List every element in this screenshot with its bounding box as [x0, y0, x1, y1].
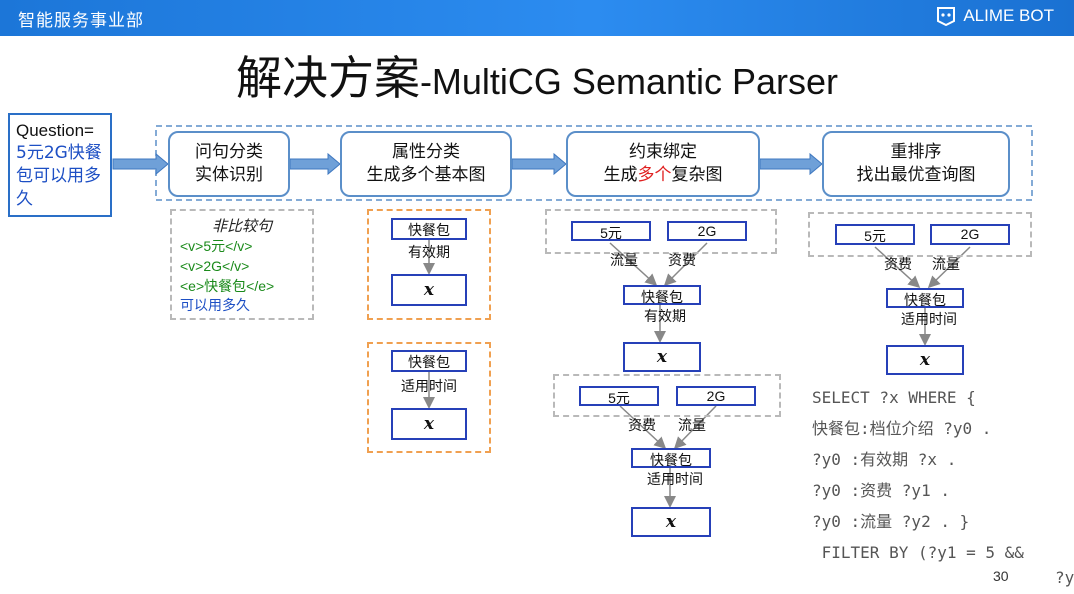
stage-rerank-line1: 重排序 — [890, 142, 942, 162]
complex-2-values-frame — [553, 374, 781, 417]
best-relation: 适用时间 — [901, 312, 957, 328]
complex-2-rel-2: 流量 — [678, 418, 706, 434]
complex-1-entity: 快餐包 — [623, 285, 701, 305]
org-name: 智能服务事业部 — [18, 11, 144, 31]
tag-value-2: <v>2G</v> — [180, 258, 250, 274]
complex-2-value-2: 2G — [676, 386, 756, 406]
stage-attribute-line2: 生成多个基本图 — [366, 165, 486, 185]
question-box: Question= 5元2G快餐包可以用多久 — [8, 113, 112, 217]
basic-1-var: x — [391, 274, 467, 306]
complex-1-rel-1: 流量 — [610, 253, 638, 269]
arrow-question-stage1 — [112, 152, 169, 176]
complex-1-relation: 有效期 — [644, 309, 686, 325]
best-value-2: 2G — [930, 224, 1010, 245]
sql-line-1: SELECT ?x WHERE { — [812, 388, 976, 407]
basic-2-relation: 适用时间 — [401, 379, 457, 395]
basic-graph-1 — [367, 209, 491, 320]
complex-2-entity: 快餐包 — [631, 448, 711, 468]
header-bar — [0, 0, 1074, 36]
stage-classify-line1: 问句分类 — [195, 142, 263, 162]
brand-name: ALIME BOT — [963, 6, 1054, 25]
basic-2-var: x — [391, 408, 467, 440]
title-en: -MultiCG Semantic Parser — [419, 61, 839, 102]
tag-value-1: <v>5元</v> — [180, 238, 253, 254]
best-var: x — [886, 345, 964, 375]
best-rel-2: 流量 — [932, 257, 960, 273]
arrow-stage3-stage4 — [759, 152, 823, 176]
basic-1-relation: 有效期 — [408, 245, 450, 261]
sql-line-2: 快餐包:档位介绍 ?y0 . — [812, 419, 992, 438]
complex-1-values-frame — [545, 209, 777, 254]
question-text: 5元2G快餐包可以用多久 — [16, 143, 102, 209]
sql-line-3: ?y0 :有效期 ?x . — [812, 450, 957, 469]
tag-entity: <e>快餐包</e> — [180, 278, 275, 294]
alime-logo-icon — [937, 7, 956, 26]
stage-classify-line2: 实体识别 — [195, 165, 263, 185]
best-rel-1: 资费 — [884, 257, 912, 273]
arrow-stage1-stage2 — [289, 152, 341, 176]
complex-2-rel-1: 资费 — [628, 418, 656, 434]
sql-line-6: FILTER BY (?y1 = 5 && — [812, 543, 1024, 562]
stage-rerank: 重排序 找出最优查询图 — [822, 131, 1010, 197]
complex-1-value-1: 5元 — [571, 221, 651, 241]
complex-2-value-1: 5元 — [579, 386, 659, 406]
complex-1-rel-2: 资费 — [668, 253, 696, 269]
page-number: 30 — [993, 568, 1009, 584]
question-rest: 可以用多久 — [180, 298, 250, 314]
basic-graph-2 — [367, 342, 491, 453]
complex-1-value-2: 2G — [667, 221, 747, 241]
complex-1-var: x — [623, 342, 701, 372]
arrow-stage2-stage3 — [511, 152, 567, 176]
stage-constraint-line2: 生成多个复杂图 — [603, 165, 723, 185]
question-label: Question= — [16, 121, 94, 140]
complex-2-var: x — [631, 507, 711, 537]
best-value-1: 5元 — [835, 224, 915, 245]
basic-1-entity: 快餐包 — [391, 218, 467, 240]
complex-2-relation: 适用时间 — [647, 472, 703, 488]
sql-line-5: ?y0 :流量 ?y2 . } — [812, 512, 970, 531]
stage-rerank-line2: 找出最优查询图 — [856, 165, 976, 185]
stage-constraint-line1: 约束绑定 — [629, 142, 697, 162]
stage-attribute-line1: 属性分类 — [392, 142, 460, 162]
sql-overflow: ?y — [1055, 568, 1074, 587]
best-values-frame — [808, 212, 1032, 257]
stage-attribute: 属性分类 生成多个基本图 — [340, 131, 512, 197]
classify-result: 非比较句 <v>5元</v> <v>2G</v> <e>快餐包</e> 可以用多… — [170, 209, 314, 320]
slide-title: 解决方案-MultiCG Semantic Parser — [0, 42, 1074, 108]
sql-line-4: ?y0 :资费 ?y1 . — [812, 481, 950, 500]
best-entity: 快餐包 — [886, 288, 964, 308]
stage-classify: 问句分类 实体识别 — [168, 131, 290, 197]
title-cn: 解决方案 — [235, 51, 420, 105]
stage-constraint: 约束绑定 生成多个复杂图 — [566, 131, 760, 197]
brand-logo: ALIME BOT — [935, 6, 1054, 26]
sentence-type: 非比较句 — [211, 217, 272, 235]
basic-2-entity: 快餐包 — [391, 350, 467, 372]
sparql-query: SELECT ?x WHERE { 快餐包:档位介绍 ?y0 . ?y0 :有效… — [812, 382, 1024, 568]
